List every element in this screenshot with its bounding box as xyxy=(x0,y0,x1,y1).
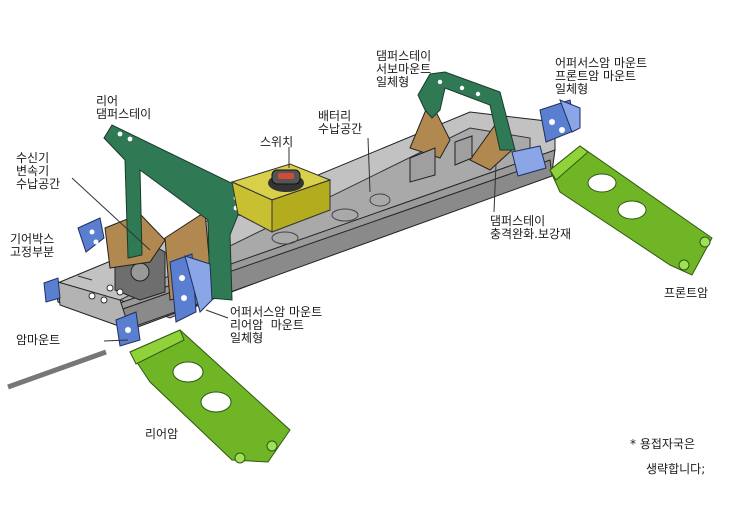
rear-plate-hole xyxy=(100,296,108,304)
label-front-absorber-mount: 어퍼서스암 마운트 프론트암 마운트 일체형 xyxy=(555,56,648,96)
stay-hole xyxy=(117,131,123,137)
frame-partition xyxy=(454,135,473,166)
label-receiver-storage: 수신기 변속기 수납공간 xyxy=(16,151,61,191)
leader-lines xyxy=(71,137,497,342)
label-rear-damper-stay: 리어 댐퍼스테이 xyxy=(96,94,152,121)
frame-hole xyxy=(271,231,299,245)
switch-block-left xyxy=(231,181,273,233)
frame-partition xyxy=(409,147,436,183)
stay-hole xyxy=(437,79,443,85)
rear-plate-hole xyxy=(106,284,114,292)
rear-arm-mount xyxy=(115,311,141,347)
label-battery-storage: 배터리 수납공간 xyxy=(318,109,363,136)
label-damper-reinforce: 댐퍼스테이 충격완화.보강재 xyxy=(490,214,572,241)
label-damper-stay-servo: 댐퍼스테이 서보마운트 일체형 xyxy=(376,49,432,89)
frame-hole xyxy=(369,193,391,207)
front-damper-stay xyxy=(417,71,516,151)
rear-absorber-mount xyxy=(169,253,213,323)
front-lower-bracket xyxy=(511,145,547,177)
stay-hole xyxy=(459,85,465,91)
stay-hole xyxy=(127,136,133,142)
switch-knob-light xyxy=(278,173,294,179)
rear-plate-hole xyxy=(116,288,124,296)
footnote-line-2: 생략합니다; xyxy=(646,462,706,476)
front-absorber-mount xyxy=(539,99,581,143)
label-front-arm: 프론트암 xyxy=(664,286,709,300)
label-rear-arm: 리어암 xyxy=(145,427,179,441)
rear-arm xyxy=(129,329,291,464)
gearbox-hole xyxy=(130,262,150,282)
rear-left-bracket xyxy=(43,277,61,303)
rear-shaft-rod xyxy=(7,349,107,390)
label-switch: 스위치 xyxy=(260,135,294,149)
label-rear-absorber-mount: 어퍼서스암 마운트 리어암 마운트 일체형 xyxy=(230,305,323,345)
label-arm-mount: 암마운트 xyxy=(16,333,61,347)
footnote-line-1: * 용접자국은 xyxy=(630,437,696,451)
rear-plate-hole xyxy=(88,292,96,300)
stay-hole xyxy=(475,91,481,97)
label-gearbox-mount: 기어박스 고정부분 xyxy=(10,232,55,259)
frame-hole xyxy=(331,208,359,222)
front-arm xyxy=(549,145,713,276)
gearbox-mount xyxy=(77,217,105,253)
